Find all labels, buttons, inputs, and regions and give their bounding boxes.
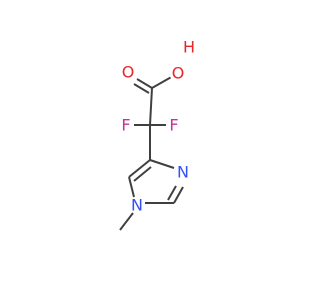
bond-ring-c2-n3-2	[167, 185, 177, 201]
atom-labels: O H O F F N N	[121, 38, 195, 215]
bond-ring-c2-n3-1	[173, 186, 184, 204]
carbonyl-oxygen-label: O	[122, 63, 135, 82]
molecule-structure-diagram: O H O F F N N	[119, 38, 195, 231]
hydroxyl-hydrogen-label: H	[183, 38, 195, 57]
fluorine-label-left: F	[121, 116, 130, 135]
bond-n1-methyl	[119, 212, 134, 231]
bond-ring-c4-n3	[149, 159, 175, 169]
bonds	[119, 76, 184, 231]
ring-nitrogen-n1-label: N	[131, 196, 143, 215]
bond-carboxyl-c-cf2-c	[149, 87, 153, 126]
bond-ring-c4-c5-2	[133, 166, 152, 182]
hydroxyl-oxygen-label: O	[172, 64, 185, 83]
fluorine-label-right: F	[169, 116, 178, 135]
bond-carboxyl-c-carbonyl-o-2	[133, 83, 150, 94]
bond-ring-c5-n1	[128, 176, 135, 198]
bond-ring-c4-c5-1	[128, 159, 151, 178]
ring-nitrogen-n3-label: N	[177, 163, 189, 182]
bond-carboxyl-c-hydroxyl-o	[151, 76, 171, 89]
bond-carboxyl-c-carbonyl-o-1	[136, 78, 153, 89]
